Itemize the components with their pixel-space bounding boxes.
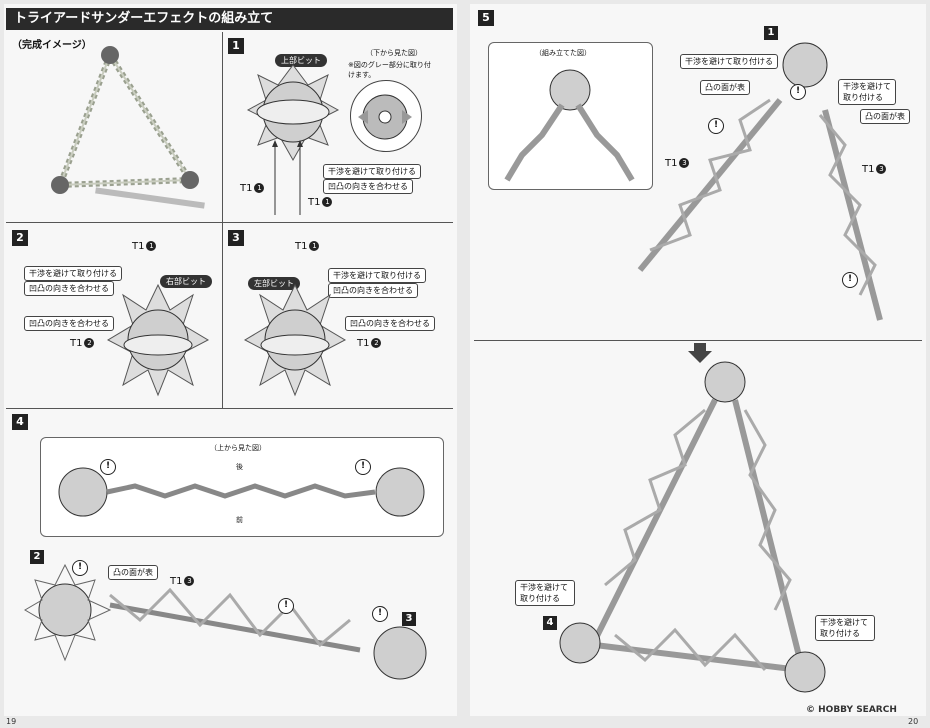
assembled-view-illustration bbox=[504, 69, 635, 182]
step4-assembly-illustration bbox=[24, 563, 427, 680]
front-label: 前 bbox=[236, 516, 243, 524]
assembly-arrows bbox=[272, 140, 303, 215]
page-title: トライアードサンダーエフェクトの組み立て bbox=[6, 8, 453, 30]
step-number: 4 bbox=[12, 414, 28, 430]
back-label: 後 bbox=[236, 463, 243, 471]
right-bit-illustration bbox=[106, 283, 210, 397]
note-avoid-interference: 干渉を避けて取り付ける bbox=[328, 268, 426, 283]
note-match-orientation: 凹凸の向きを合わせる bbox=[345, 316, 435, 331]
caution-icon: ! bbox=[708, 118, 724, 134]
step-number: 1 bbox=[228, 38, 244, 54]
step-reference: 1 bbox=[764, 26, 778, 40]
divider bbox=[6, 408, 453, 409]
caution-icon: ! bbox=[278, 598, 294, 614]
divider bbox=[474, 340, 922, 341]
inset-title: （下から見た図） bbox=[366, 49, 422, 57]
note-convex-face: 凸の面が表 bbox=[700, 80, 750, 95]
note-convex-face: 凸の面が表 bbox=[108, 565, 158, 580]
watermark: © HOBBY SEARCH bbox=[806, 705, 897, 715]
divider bbox=[6, 222, 453, 223]
inset-note: ※図のグレー部分に取り付けます。 bbox=[348, 61, 431, 79]
left-bit-tag: 左部ビット bbox=[248, 277, 300, 290]
step-reference: 2 bbox=[30, 550, 44, 564]
left-bit-illustration bbox=[243, 283, 347, 397]
top-view-illustration bbox=[58, 467, 425, 517]
note-match-orientation: 凹凸の向きを合わせる bbox=[328, 283, 418, 298]
caution-icon: ! bbox=[790, 84, 806, 100]
step-reference: 4 bbox=[543, 616, 557, 630]
page-number: 19 bbox=[6, 717, 17, 726]
divider bbox=[222, 32, 223, 408]
inset-title: （上から見た図） bbox=[210, 444, 266, 452]
assembled-triangle-illustration bbox=[559, 361, 826, 693]
step-number: 3 bbox=[228, 230, 244, 246]
note-avoid-interference: 干渉を避けて取り付ける bbox=[323, 164, 421, 179]
note-avoid-interference: 干渉を避けて取り付ける bbox=[838, 79, 896, 105]
page-number: 20 bbox=[908, 717, 919, 726]
step-reference: 3 bbox=[402, 612, 416, 626]
note-avoid-interference: 干渉を避けて取り付ける bbox=[24, 266, 122, 281]
inset-title: （組み立てた図） bbox=[535, 49, 591, 57]
note-match-orientation: 凹凸の向きを合わせる bbox=[323, 179, 413, 194]
note-avoid-interference: 干渉を避けて取り付ける bbox=[515, 580, 575, 606]
caution-icon: ! bbox=[842, 272, 858, 288]
note-match-orientation: 凹凸の向きを合わせる bbox=[24, 316, 114, 331]
right-bit-tag: 右部ビット bbox=[160, 275, 212, 288]
completed-triangle-illustration bbox=[51, 46, 205, 209]
step5-parts-illustration bbox=[637, 42, 883, 321]
caution-icon: ! bbox=[372, 606, 388, 622]
completed-image-label: （完成イメージ） bbox=[12, 40, 92, 51]
note-convex-face: 凸の面が表 bbox=[860, 109, 910, 124]
note-avoid-interference: 干渉を避けて取り付ける bbox=[680, 54, 778, 69]
step-number: 5 bbox=[478, 10, 494, 26]
note-match-orientation: 凹凸の向きを合わせる bbox=[24, 281, 114, 296]
caution-icon: ! bbox=[100, 459, 116, 475]
caution-icon: ! bbox=[72, 560, 88, 576]
step-number: 2 bbox=[12, 230, 28, 246]
top-bit-illustration bbox=[246, 64, 340, 162]
down-arrow-icon bbox=[688, 343, 712, 363]
bottom-view-illustration bbox=[358, 94, 412, 140]
caution-icon: ! bbox=[355, 459, 371, 475]
top-bit-tag: 上部ビット bbox=[275, 54, 327, 67]
note-avoid-interference: 干渉を避けて取り付ける bbox=[815, 615, 875, 641]
